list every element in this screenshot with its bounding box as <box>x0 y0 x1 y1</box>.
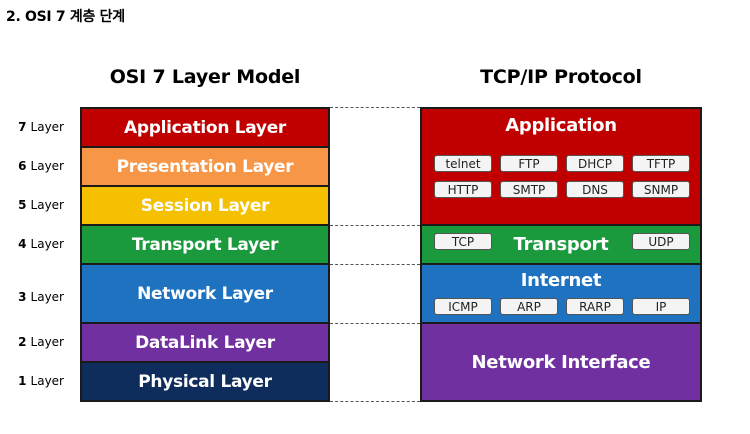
protocol-dhcp: DHCP <box>566 155 624 172</box>
protocol-udp: UDP <box>632 233 690 250</box>
protocol-arp: ARP <box>500 298 558 315</box>
connector-line <box>330 107 420 108</box>
tcpip-network-interface-title: Network Interface <box>471 351 651 373</box>
tcpip-protocol-title: TCP/IP Protocol <box>480 66 642 88</box>
osi-physical-layer: Physical Layer <box>80 361 330 402</box>
protocol-telnet: telnet <box>434 155 492 172</box>
protocol-dns: DNS <box>566 181 624 198</box>
tcpip-internet-layer: Internet ICMP ARP RARP IP <box>420 263 702 324</box>
connector-line <box>330 225 420 226</box>
protocol-snmp: SNMP <box>632 181 690 198</box>
tcpip-transport-layer: Transport TCP UDP <box>420 224 702 265</box>
connector-line <box>330 401 420 402</box>
protocol-icmp: ICMP <box>434 298 492 315</box>
protocol-smtp: SMTP <box>500 181 558 198</box>
osi-application-layer: Application Layer <box>80 107 330 148</box>
osi-model-title: OSI 7 Layer Model <box>109 66 301 88</box>
tcpip-application-title: Application <box>505 115 617 136</box>
tcpip-transport-title: Transport <box>513 234 609 255</box>
connector-line <box>330 264 420 265</box>
protocol-ip: IP <box>632 298 690 315</box>
protocol-tftp: TFTP <box>632 155 690 172</box>
protocol-http: HTTP <box>434 181 492 198</box>
osi-network-layer: Network Layer <box>80 263 330 324</box>
page-title: 2. OSI 7 계층 단계 <box>6 9 125 25</box>
protocol-rarp: RARP <box>566 298 624 315</box>
tcpip-network-interface-layer: Network Interface <box>420 322 702 402</box>
tcpip-internet-title: Internet <box>520 270 602 291</box>
osi-datalink-layer: DataLink Layer <box>80 322 330 363</box>
protocol-ftp: FTP <box>500 155 558 172</box>
osi-session-layer: Session Layer <box>80 185 330 226</box>
connector-line <box>330 323 420 324</box>
tcpip-application-layer: Application telnet FTP DHCP TFTP HTTP SM… <box>420 107 702 226</box>
osi-transport-layer: Transport Layer <box>80 224 330 265</box>
protocol-tcp: TCP <box>434 233 492 250</box>
osi-presentation-layer: Presentation Layer <box>80 146 330 187</box>
